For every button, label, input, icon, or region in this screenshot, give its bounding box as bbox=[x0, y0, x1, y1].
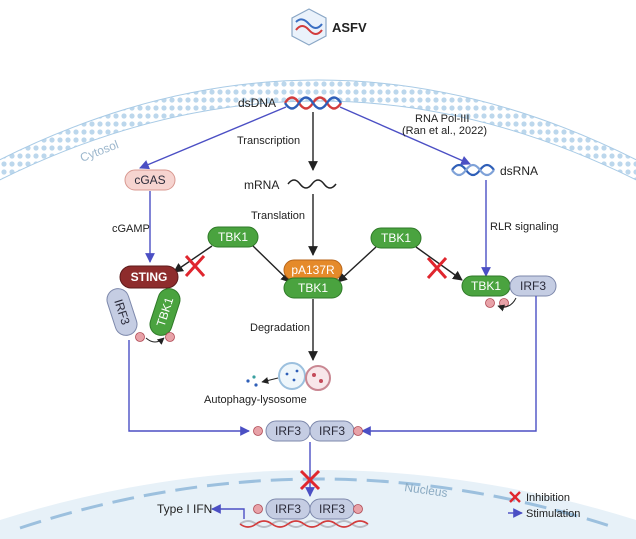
dsdna-helix-icon bbox=[283, 96, 343, 110]
nucleus-label: Nucleus bbox=[404, 480, 449, 500]
inhibition-mark-left bbox=[184, 254, 206, 278]
legend: Inhibition Stimulation bbox=[508, 491, 580, 520]
tbk1-rlr-label: TBK1 bbox=[471, 279, 501, 293]
irf3-rlr-node bbox=[509, 275, 557, 297]
phospho-nuclear-right-icon bbox=[353, 504, 363, 514]
translation-label: Translation bbox=[251, 210, 305, 222]
tbk1-center-node bbox=[283, 277, 343, 299]
type1-ifn-label: Type I IFN bbox=[157, 502, 212, 516]
tbk1-free-left-label: TBK1 bbox=[218, 230, 248, 244]
rna-pol-label: RNA Pol-III bbox=[415, 113, 469, 125]
dsdna-to-dsrna-arrow bbox=[339, 106, 471, 165]
tbk1-right-to-pa137r-arrow bbox=[337, 246, 377, 283]
legend-inhibition-icon bbox=[509, 491, 521, 503]
irf3-nuclear-b-label: IRF3 bbox=[319, 502, 345, 516]
inhibition-mark-center bbox=[299, 469, 321, 491]
cgamp-label: cGAMP bbox=[112, 223, 150, 235]
tbk1-sting-complex-node: TBK1 bbox=[149, 288, 181, 336]
tbk1-left-to-pa137r-arrow bbox=[252, 245, 291, 283]
tbk1-free-left-node bbox=[207, 226, 259, 248]
mrna-wave-icon bbox=[287, 179, 337, 189]
phospho-dimer-left-icon bbox=[253, 426, 263, 436]
sting-to-irf3-dimer-arrow bbox=[128, 340, 250, 436]
irf3-sting-complex-node: IRF3 bbox=[106, 288, 138, 336]
tbk1-center-label: TBK1 bbox=[298, 281, 328, 295]
autophagy-label: Autophagy-lysosome bbox=[204, 394, 307, 406]
rlr-signaling-label: RLR signaling bbox=[490, 221, 558, 233]
tbk1-free-right-label: TBK1 bbox=[381, 231, 411, 245]
tbk1-to-irf3-complex-arrow bbox=[415, 246, 463, 281]
citation-label: (Ran et al., 2022) bbox=[402, 125, 487, 137]
asfv-label: ASFV bbox=[332, 20, 367, 35]
phospho-left-1-icon bbox=[135, 332, 145, 342]
dsrna-label: dsRNA bbox=[500, 164, 538, 178]
sting-label: STING bbox=[131, 270, 168, 284]
degradation-label: Degradation bbox=[250, 322, 310, 334]
phospho-nuclear-left-icon bbox=[253, 504, 263, 514]
autophagy-lysosome-icon bbox=[246, 362, 331, 391]
phospho-left-2-icon bbox=[165, 332, 175, 342]
transcription-label: Transcription bbox=[237, 135, 300, 147]
dsdna-to-cgas-arrow bbox=[139, 106, 287, 170]
nuclear-dna-icon bbox=[239, 520, 369, 528]
legend-inhibition-label: Inhibition bbox=[526, 492, 570, 504]
asfv-virus-icon bbox=[291, 8, 327, 46]
cgas-label: cGAS bbox=[134, 173, 165, 187]
irf3-dimer-b-label: IRF3 bbox=[319, 424, 345, 438]
phospho-dimer-right-icon bbox=[353, 426, 363, 436]
irf3-nuclear-a-label: IRF3 bbox=[275, 502, 301, 516]
phospho-transfer-left-arrow bbox=[145, 337, 165, 345]
irf3-dimer-a-label: IRF3 bbox=[275, 424, 301, 438]
phospho-right-1-icon bbox=[485, 298, 495, 308]
rlr-to-irf3-dimer-arrow bbox=[361, 296, 537, 436]
tbk1-free-right-node bbox=[370, 227, 422, 249]
sting-node bbox=[119, 265, 179, 289]
inhibition-mark-right bbox=[426, 256, 448, 280]
dsrna-helix-icon bbox=[451, 163, 495, 177]
irf3-rlr-label: IRF3 bbox=[520, 279, 546, 293]
phospho-transfer-right-arrow bbox=[497, 297, 517, 312]
tbk1-to-sting-arrow bbox=[173, 245, 213, 273]
mrna-label: mRNA bbox=[244, 178, 279, 192]
cell-membrane bbox=[0, 79, 636, 181]
irf3-to-ifn-arrow bbox=[211, 504, 245, 519]
dsdna-label: dsDNA bbox=[238, 96, 276, 110]
pa137r-label: pA137R bbox=[291, 263, 335, 277]
legend-stimulation-label: Stimulation bbox=[526, 508, 580, 520]
cgas-node bbox=[124, 169, 176, 191]
